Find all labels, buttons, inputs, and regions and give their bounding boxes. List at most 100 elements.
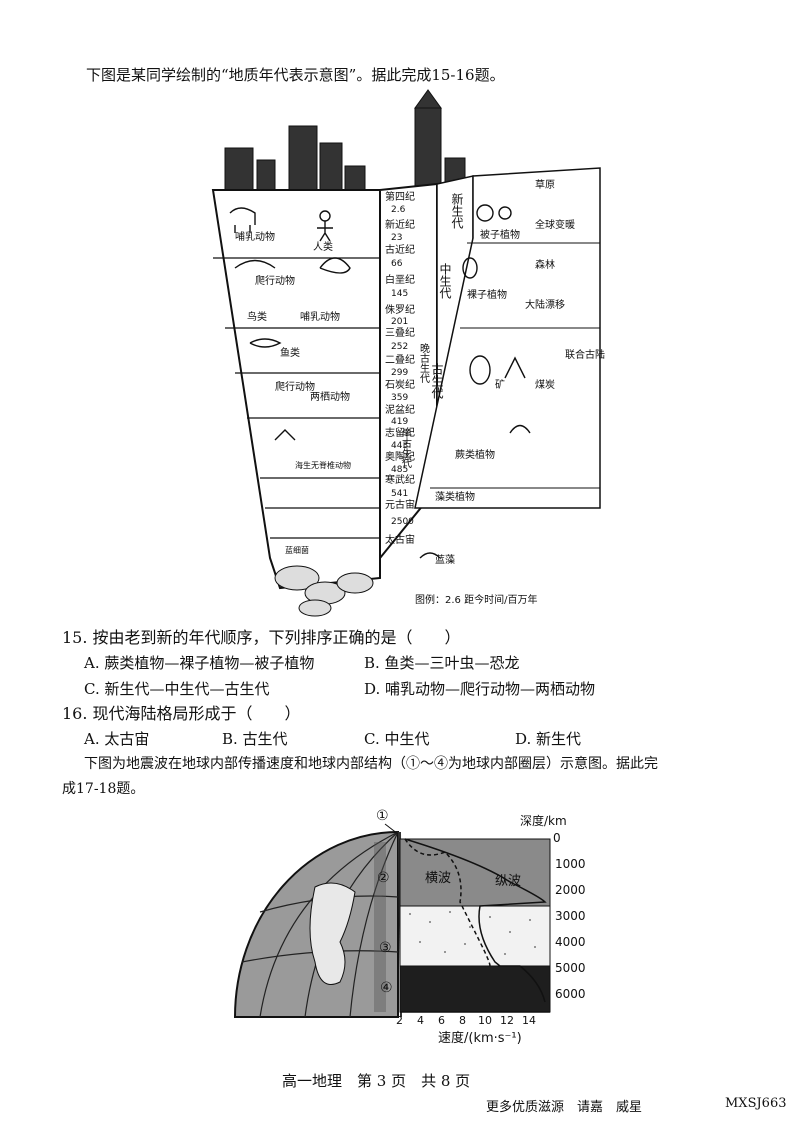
flower-icon (476, 204, 494, 222)
rock-base-icon (274, 565, 374, 617)
age-number: 2500 (391, 517, 414, 527)
pinecone-icon (469, 355, 491, 385)
inner-core-layer (399, 965, 551, 1013)
period-label: 新近纪 (385, 218, 415, 231)
period-label: 第四纪 (385, 190, 415, 203)
question-16-option-a[interactable]: A. 太古宙 (84, 730, 150, 748)
question-16-option-d[interactable]: D. 新生代 (515, 730, 582, 748)
period-label: 古近纪 (385, 243, 415, 256)
trilobite-icon (274, 429, 296, 441)
age-number: 485 (391, 465, 408, 475)
animal-label: 哺乳动物 (235, 230, 275, 243)
animal-label: 两栖动物 (310, 390, 350, 403)
depth-tick: 5000 (555, 961, 586, 975)
mantle-layer (399, 838, 551, 907)
animal-label: 蓝细菌 (285, 545, 309, 555)
plant-label: 矿 (495, 378, 505, 391)
plant-label: 蓝藻 (435, 553, 455, 566)
intro-text-2-cont: 成17-18题。 (62, 781, 145, 797)
era-late-paleozoic: 晚古生代 (418, 343, 430, 384)
age-number: 145 (391, 289, 408, 299)
plant-label: 全球变暖 (535, 218, 575, 231)
plant-label: 联合古陆 (565, 348, 605, 361)
plant-label: 蕨类植物 (455, 448, 495, 461)
speed-tick: 6 (438, 1014, 445, 1027)
period-label: 奥陶纪 (385, 450, 415, 463)
layer-label-4: ④ (380, 980, 393, 996)
animal-doodles (229, 207, 351, 441)
era-mesozoic: 中生代 (438, 262, 452, 300)
age-number: 252 (391, 342, 408, 352)
question-15-option-c[interactable]: C. 新生代—中生代—古生代 (84, 680, 270, 698)
outer-core-dots (409, 911, 536, 955)
speed-tick: 14 (522, 1014, 536, 1027)
fish-icon (249, 338, 282, 348)
age-number: 443 (391, 441, 408, 451)
layer-label-3: ③ (379, 940, 392, 956)
s-wave-label: 横波 (425, 871, 451, 886)
animal-label: 鱼类 (280, 346, 300, 359)
plant-label: 藻类植物 (435, 490, 475, 503)
period-label: 白垩纪 (385, 273, 415, 286)
age-number: 541 (391, 489, 408, 499)
period-label: 石炭纪 (385, 379, 415, 391)
period-label: 泥盆纪 (385, 403, 415, 416)
depth-tick: 3000 (555, 909, 586, 923)
depth-tick: 4000 (555, 935, 586, 949)
period-label: 二叠纪 (385, 354, 415, 366)
depth-axis-title: 深度/km (520, 813, 567, 828)
plant-label: 森林 (535, 258, 555, 271)
age-number: 201 (391, 317, 408, 327)
question-15-stem: 15. 按由老到新的年代顺序，下列排序正确的是（ ） (62, 628, 461, 647)
figure-legend: 图例：2.6 距今时间/百万年 (415, 593, 537, 606)
period-labels: 第四纪 新近纪 古近纪 白垩纪 侏罗纪 三叠纪 二叠纪 石炭纪 泥盆纪 志留纪 … (385, 190, 415, 546)
animal-label: 海生无脊椎动物 (295, 460, 351, 470)
question-16-stem: 16. 现代海陆格局形成于（ ） (62, 704, 301, 723)
animal-label: 哺乳动物 (300, 310, 340, 323)
period-label: 志留纪 (385, 426, 415, 439)
pinecone-icon (462, 257, 478, 279)
speed-tick: 12 (500, 1014, 514, 1027)
plant-label: 被子植物 (480, 228, 520, 241)
question-15-option-a[interactable]: A. 蕨类植物—裸子植物—被子植物 (84, 654, 315, 672)
boundary-numbers: 2.6 23 66 145 201 252 299 359 419 443 48… (391, 205, 414, 527)
fern-icon (504, 356, 526, 379)
layer-label-2: ② (377, 870, 390, 886)
speed-tick: 10 (478, 1014, 492, 1027)
intro-text-2: 下图为地震波在地球内部传播速度和地球内部结构（①～④为地球内部圈层）示意图。据此… (84, 756, 658, 772)
depth-axis-ticks: 0 1000 2000 3000 4000 5000 6000 (553, 831, 586, 1001)
age-number: 419 (391, 417, 408, 427)
plant-label: 草原 (535, 179, 555, 191)
question-16-option-b[interactable]: B. 古生代 (222, 730, 288, 748)
speed-tick: 4 (417, 1014, 424, 1027)
plant-label: 大陆漂移 (525, 298, 565, 311)
period-label: 侏罗纪 (385, 304, 415, 316)
question-16-option-c[interactable]: C. 中生代 (364, 730, 430, 748)
reptile-icon (234, 259, 276, 269)
algae-icon (419, 552, 441, 559)
plant-panel (414, 167, 601, 509)
speed-axis-ticks: 2 4 6 8 10 12 14 (396, 1014, 536, 1027)
period-label: 太古宙 (385, 533, 415, 546)
age-number: 23 (391, 233, 402, 243)
mammal-icon (229, 207, 256, 233)
footer-right-text: 更多优质滋源 请嘉 威星 (486, 1100, 643, 1115)
animal-label: 爬行动物 (255, 274, 295, 287)
p-wave-label: 纵波 (495, 874, 521, 889)
geologic-time-figure: 第四纪 新近纪 古近纪 白垩纪 侏罗纪 三叠纪 二叠纪 石炭纪 泥盆纪 志留纪 … (211, 89, 605, 617)
speed-tick: 8 (459, 1014, 466, 1027)
page-footer: 高一地理 第 3 页 共 8 页 (282, 1072, 471, 1090)
fern-icon (509, 424, 531, 434)
question-15-option-b[interactable]: B. 鱼类—三叶虫—恐龙 (364, 654, 520, 672)
depth-tick: 1000 (555, 857, 586, 871)
era-paleozoic: 古生代 (430, 362, 444, 400)
city-skyline-icon (224, 89, 466, 191)
age-number: 2.6 (391, 205, 406, 215)
footer-code: MXSJ663 (725, 1096, 787, 1111)
question-15-option-d[interactable]: D. 哺乳动物—爬行动物—两栖动物 (364, 680, 596, 698)
depth-tick: 6000 (555, 987, 586, 1001)
animal-label: 人类 (313, 240, 333, 253)
age-number: 359 (391, 393, 408, 403)
animal-label: 爬行动物 (275, 380, 315, 393)
plant-label: 煤炭 (535, 378, 555, 391)
